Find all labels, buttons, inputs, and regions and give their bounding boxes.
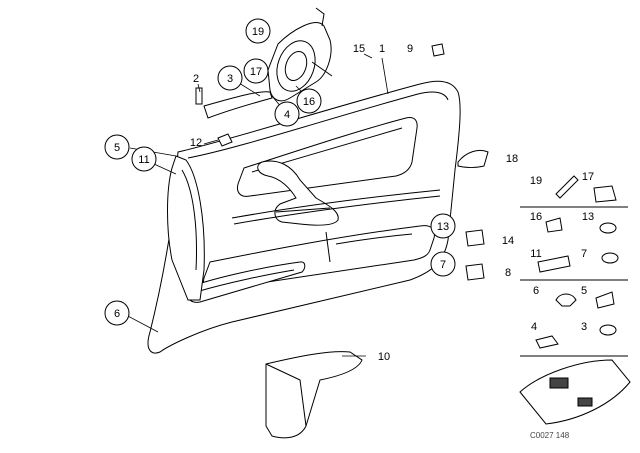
callout-6-circle (104, 300, 130, 326)
callout-19: 19 (252, 26, 264, 38)
cover-8 (465, 263, 485, 281)
callout-11-circle (131, 146, 157, 172)
legend-part-16 (545, 217, 563, 233)
legend-13: 13 (582, 211, 594, 223)
callout-16: 16 (303, 96, 315, 108)
window-trim-strip (195, 87, 273, 119)
legend-19: 19 (530, 175, 542, 187)
callout-1: 1 (379, 43, 385, 55)
legend-part-17 (593, 185, 617, 203)
callout-10: 10 (378, 351, 390, 363)
callout-17: 17 (250, 66, 262, 78)
door-trim-panel (147, 80, 461, 354)
legend-part-11 (537, 255, 571, 273)
legend-7: 7 (581, 248, 587, 260)
callout-5-circle (104, 134, 130, 160)
clip-12 (217, 133, 233, 147)
fastener-legend (519, 175, 631, 425)
callouts-circled (104, 18, 456, 326)
legend-11: 11 (530, 248, 541, 260)
callout-5: 5 (114, 142, 120, 154)
callout-2: 2 (193, 73, 199, 85)
callout-13: 13 (437, 221, 449, 233)
legend-3: 3 (581, 321, 587, 333)
callout-9: 9 (407, 43, 413, 55)
legend-16: 16 (530, 211, 542, 223)
plug-9 (431, 43, 445, 57)
armrest-pad (265, 351, 363, 439)
callout-14: 14 (502, 235, 514, 247)
side-trim-cover (167, 155, 205, 301)
legend-5: 5 (581, 285, 587, 297)
callout-17-circle (243, 58, 269, 84)
callout-16-circle (296, 88, 322, 114)
car-thumbnail (519, 359, 631, 425)
diagram-code: C0027 148 (530, 431, 570, 440)
callout-13-circle (430, 213, 456, 239)
callout-12: 12 (190, 137, 202, 149)
callout-6: 6 (114, 308, 120, 320)
legend-part-13 (599, 222, 617, 234)
callout-11: 11 (138, 154, 149, 166)
cover-14 (465, 229, 485, 247)
legend-part-3 (599, 324, 617, 336)
legend-4: 4 (531, 321, 537, 333)
legend-part-7 (601, 252, 619, 264)
legend-6: 6 (533, 285, 539, 297)
callout-7-circle (430, 251, 456, 277)
callout-19-circle (245, 18, 271, 44)
callout-labels: 19 3 17 4 16 5 11 6 13 7 15 1 9 2 12 18 … (114, 26, 518, 363)
callout-15: 15 (353, 43, 365, 55)
legend-part-5 (595, 291, 615, 309)
handle-cover-18 (457, 149, 489, 168)
callout-4: 4 (284, 109, 290, 121)
callout-8: 8 (505, 267, 511, 279)
legend-17: 17 (582, 171, 594, 183)
callout-3: 3 (227, 73, 233, 85)
callout-7: 7 (440, 259, 446, 271)
legend-part-4 (535, 335, 559, 349)
callout-3-circle (217, 65, 243, 91)
legend-part-19 (555, 175, 579, 199)
legend-labels: 19 17 16 13 11 7 6 5 4 3 (530, 171, 594, 333)
callout-4-circle (274, 101, 300, 127)
callout-18: 18 (506, 153, 518, 165)
legend-part-6 (555, 293, 577, 307)
speaker-housing (267, 7, 333, 102)
small-parts (217, 43, 489, 281)
